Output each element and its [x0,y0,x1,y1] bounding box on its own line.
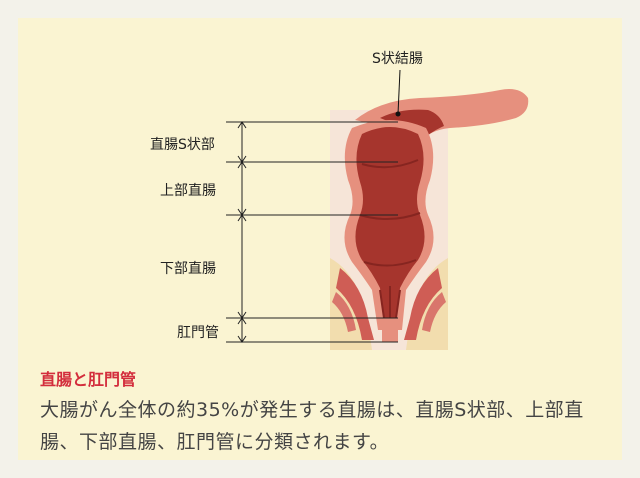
anal-canal [382,318,398,342]
label-lower-rectum: 下部直腸 [160,258,216,278]
label-anal-canal: 肛門管 [177,322,219,342]
label-sigmoid-colon: S状結腸 [372,48,423,68]
rectum-anatomy-diagram [0,0,640,360]
caption-body: 大腸がん全体の約35%が発生する直腸は、直腸S状部、上部直腸、下部直腸、肛門管に… [40,394,610,458]
sigmoid-leader-dot [396,112,401,117]
caption-title: 直腸と肛門管 [40,366,136,390]
label-rectosigmoid: 直腸S状部 [150,134,215,154]
label-upper-rectum: 上部直腸 [160,180,216,200]
